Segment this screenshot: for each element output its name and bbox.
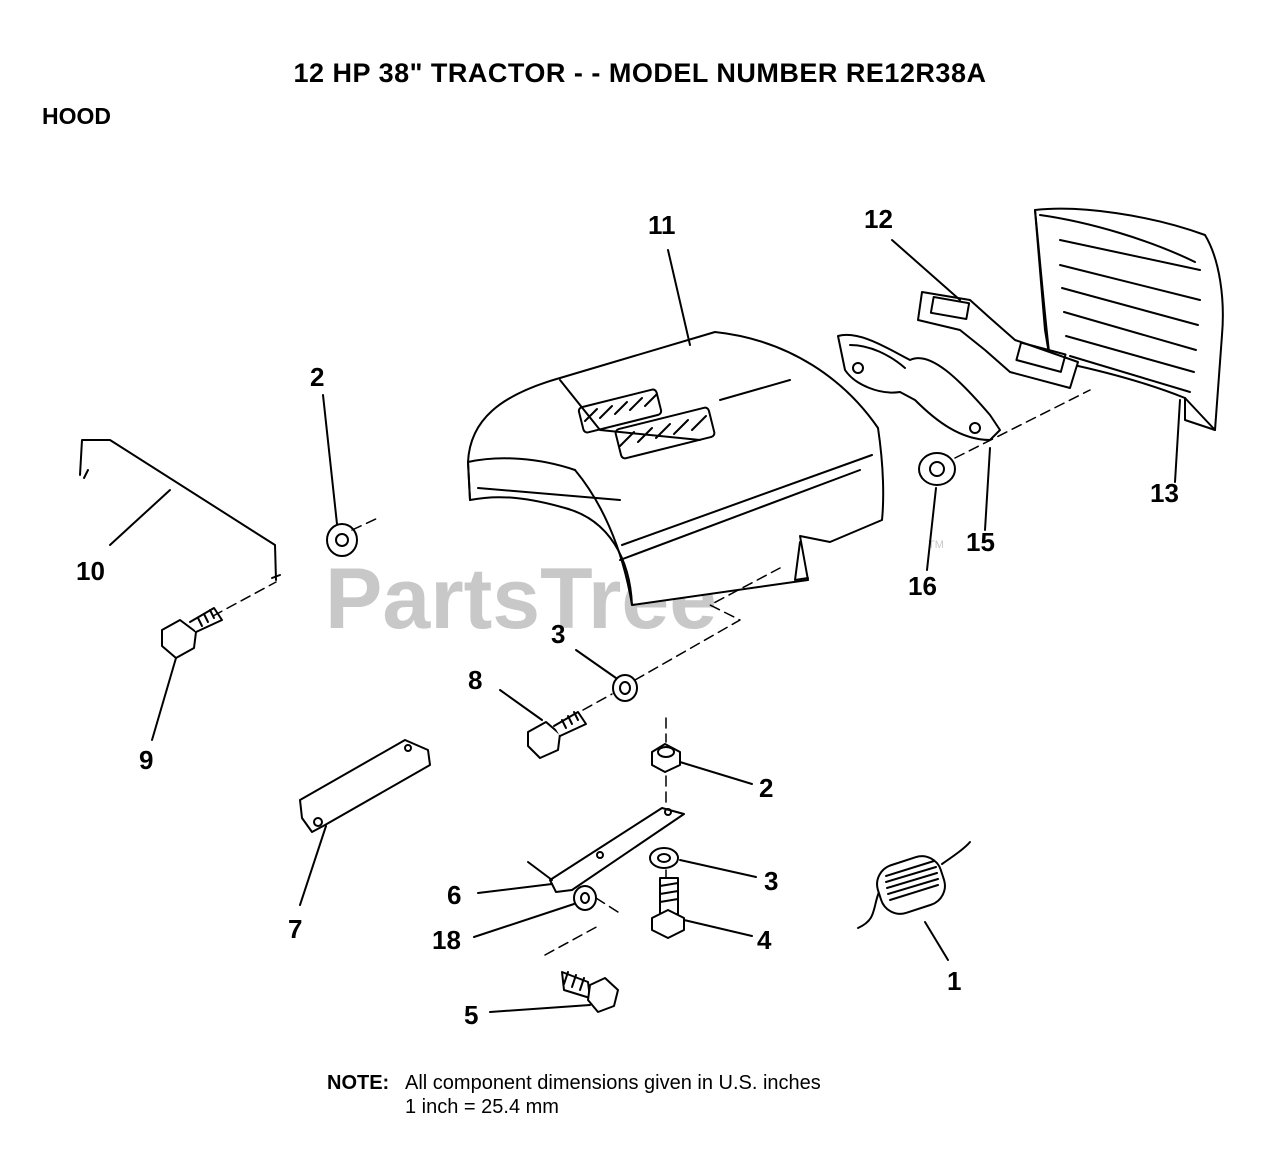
callout-2-lower: 2 [759,773,773,803]
bolt-part-8 [527,711,587,759]
nut-part-2-upper [326,523,358,557]
grille-part [1034,207,1224,431]
callout-11: 11 [648,210,676,240]
nut-part-16 [918,452,956,486]
callout-7: 7 [288,914,302,944]
support-rod-part [79,439,281,581]
callout-3-upper: 3 [551,619,565,649]
callout-13: 13 [1150,478,1179,508]
hood-part [467,331,885,606]
callout-3-lower: 3 [764,866,778,896]
spring-part-1 [857,841,971,929]
note-line-1: All component dimensions given in U.S. i… [405,1072,821,1094]
bracket-part-7 [299,739,431,833]
washer-part-3-upper [612,674,638,702]
nut-part-2-lower [651,743,681,773]
callout-15: 15 [966,527,995,557]
grille-bracket-part [917,291,1079,389]
diagram-title: 12 HP 38" TRACTOR - - MODEL NUMBER RE12R… [293,58,987,88]
dimension-note: NOTE: All component dimensions given in U… [327,1071,821,1119]
bolt-part-9 [161,607,223,659]
callout-5: 5 [464,1000,478,1030]
callout-6: 6 [447,880,461,910]
callout-10: 10 [76,556,105,586]
note-line-2: 1 inch = 25.4 mm [405,1096,559,1118]
section-heading: HOOD [42,103,111,129]
note-label: NOTE: [327,1072,390,1094]
callout-2-upper: 2 [310,362,324,392]
bolt-part-5 [561,971,619,1013]
callout-9: 9 [139,745,153,775]
callout-16: 16 [908,571,937,601]
callout-4: 4 [757,925,772,955]
watermark-tm: TM [928,539,944,551]
hood-bracket-part [837,333,1001,441]
callout-18: 18 [432,925,461,955]
washer-part-3-lower [649,847,679,869]
callout-8: 8 [468,665,482,695]
washer-part-18 [573,885,597,911]
callout-12: 12 [864,204,893,234]
strap-part-6 [527,807,685,893]
bolt-part-4 [651,877,685,939]
callout-1: 1 [947,966,961,996]
